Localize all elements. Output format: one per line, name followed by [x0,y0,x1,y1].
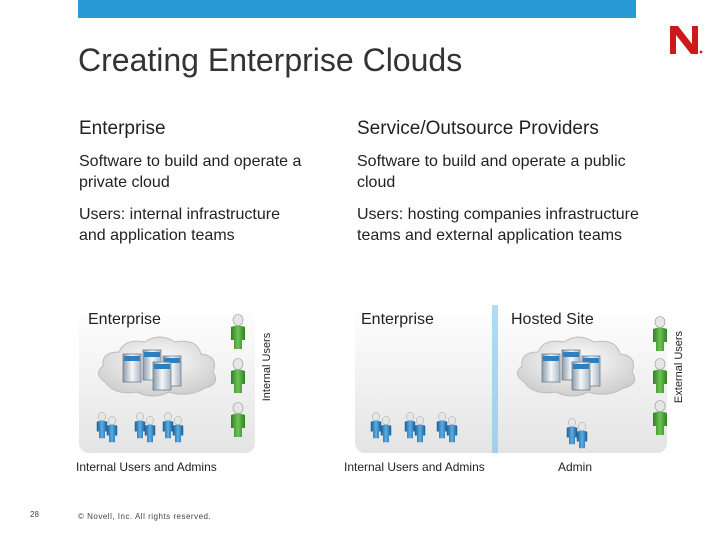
right-enterprise-title: Enterprise [361,311,434,328]
slide-title: Creating Enterprise Clouds [78,42,463,78]
person-icon [576,422,588,449]
person-icon [230,402,246,438]
copyright: © Novell, Inc. All rights reserved. [78,512,212,521]
person-icon [652,358,668,394]
person-icon [230,358,246,394]
right-point-1: Software to build and operate a public c… [357,153,626,191]
right-caption: Internal Users and Admins [344,460,485,474]
left-caption: Internal Users and Admins [76,460,217,474]
hosted-divider [492,305,498,453]
left-point-1: Software to build and operate a private … [79,153,302,191]
server-cloud-icon [512,330,642,400]
internal-users-label: Internal Users [261,332,273,402]
server-cloud-icon [93,330,223,400]
hosted-caption: Admin [558,460,593,474]
person-icon [106,416,118,443]
external-users-label: External Users [673,330,685,404]
page-number: 28 [30,510,39,519]
person-icon [172,416,184,443]
person-icon [652,400,668,436]
person-icon [380,416,392,443]
person-icon [144,416,156,443]
hosted-site-title: Hosted Site [511,311,594,328]
novell-n-logo-icon [666,20,706,60]
left-panel-title: Enterprise [88,311,161,328]
left-point-2: Users: internal infrastructure and appli… [79,206,280,244]
top-accent-bar [78,0,636,18]
left-column-heading: Enterprise [79,118,166,139]
right-column-heading: Service/Outsource Providers [357,118,599,139]
person-icon [446,416,458,443]
person-icon [230,314,246,350]
person-icon [414,416,426,443]
right-point-2: Users: hosting companies infrastructure … [357,206,639,244]
person-icon [652,316,668,352]
